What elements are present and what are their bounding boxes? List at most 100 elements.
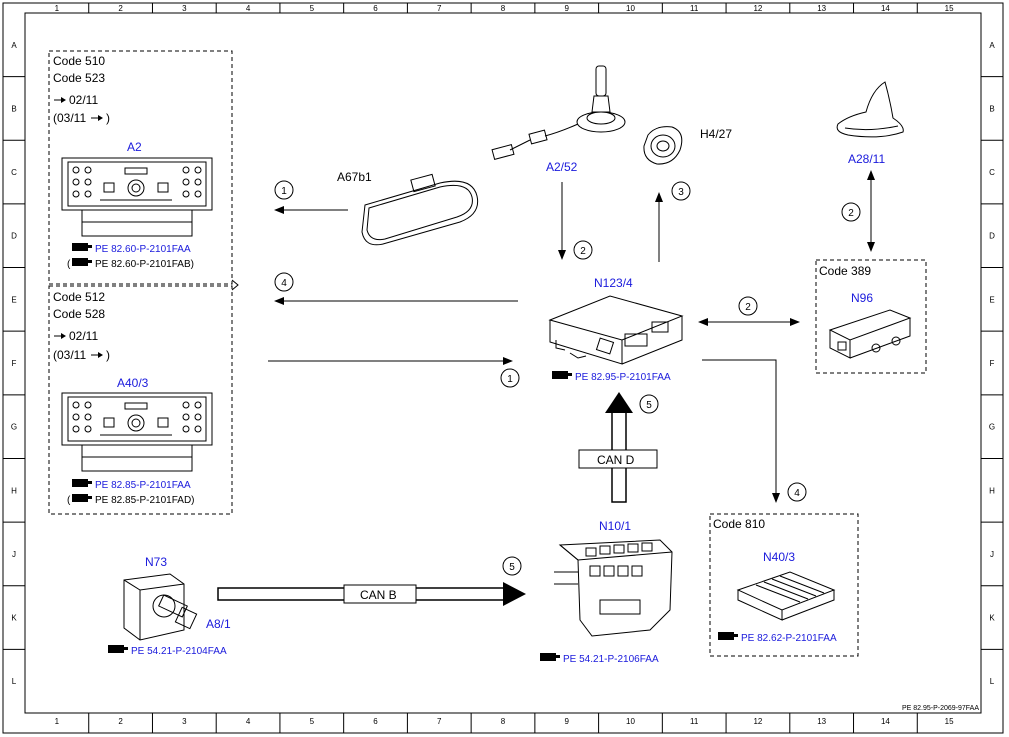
shark-antenna-icon	[836, 81, 904, 138]
column-label: 13	[817, 4, 826, 13]
can-d-label: CAN D	[597, 453, 635, 467]
row-label: H	[11, 486, 17, 495]
row-label: E	[989, 295, 994, 304]
arrow-right-icon	[91, 115, 103, 121]
svg-text:5: 5	[509, 562, 515, 573]
row-label: A	[989, 41, 995, 50]
arrow-head-icon	[503, 357, 513, 365]
a40-ref-2: PE 82.85-P-2101FAD)	[95, 495, 195, 506]
arrow-right-icon	[54, 97, 66, 103]
column-label: 6	[373, 4, 378, 13]
arrow-head-icon	[274, 206, 284, 214]
column-label: 12	[753, 717, 762, 726]
column-label: 5	[310, 4, 315, 13]
svg-text:2: 2	[745, 302, 751, 313]
arrow-head-icon	[790, 318, 800, 326]
reference-hand-icon	[108, 645, 128, 653]
a2-ref-1: PE 82.60-P-2101FAA	[95, 244, 191, 255]
arrow-head-icon	[503, 582, 526, 606]
reference-hand-icon	[72, 243, 92, 251]
n40-3-ref: PE 82.62-P-2101FAA	[741, 633, 837, 644]
column-label: 8	[501, 4, 506, 13]
mirror-icon	[361, 173, 479, 246]
arrow-head-icon	[867, 170, 875, 180]
dashed-box-bottom	[48, 285, 233, 515]
code-523-label: Code 523	[53, 71, 105, 85]
arrow-head-icon	[698, 318, 708, 326]
row-label: K	[989, 614, 995, 623]
shark-antenna-group: A28/11	[836, 81, 904, 252]
column-label: 9	[565, 717, 570, 726]
svg-text:2: 2	[848, 208, 854, 219]
row-label: L	[990, 677, 995, 686]
n123-4-module-icon	[548, 295, 684, 365]
arrow-head-icon	[274, 297, 284, 305]
callout-1a: 1	[274, 180, 294, 200]
can-b-label: CAN B	[360, 588, 397, 602]
row-label: J	[990, 550, 994, 559]
arrow-head-icon	[655, 192, 663, 202]
svg-text:1: 1	[281, 186, 287, 197]
callout-1b: 1	[500, 368, 520, 388]
svg-text:3: 3	[678, 187, 684, 198]
reference-hand-icon	[718, 632, 738, 640]
head-unit-icon	[61, 392, 213, 472]
can-b-bus: CAN B	[217, 582, 526, 606]
can-d-bus: CAN D	[578, 392, 658, 503]
h4-27-label: H4/27	[700, 127, 732, 141]
callout-2b: 2	[841, 202, 861, 222]
date-from-close: )	[106, 111, 110, 125]
column-label: 1	[55, 717, 60, 726]
column-label: 4	[246, 4, 251, 13]
column-label: 11	[690, 4, 699, 13]
n123-4-label: N123/4	[594, 276, 633, 290]
n73-label: N73	[145, 555, 167, 569]
date-from-close: )	[106, 348, 110, 362]
code-528-label: Code 528	[53, 307, 105, 321]
column-label: 3	[182, 4, 187, 13]
callout-4b: 4	[787, 482, 807, 502]
n73-group: N73 A8/1 PE 54.21-P-2104FAA	[108, 555, 231, 657]
arrow-head-icon	[772, 493, 780, 503]
a40-ref-2-open: (	[67, 495, 71, 506]
column-label: 15	[945, 4, 954, 13]
reference-hand-icon	[552, 371, 572, 379]
a28-11-label: A28/11	[848, 152, 885, 166]
column-label: 2	[118, 4, 123, 13]
reference-hand-icon	[72, 479, 92, 487]
reference-hand-icon	[72, 494, 92, 502]
row-label: A	[11, 41, 17, 50]
svg-text:2: 2	[580, 246, 586, 257]
svg-text:1: 1	[507, 374, 513, 385]
row-label: D	[11, 232, 17, 241]
column-label: 7	[437, 717, 442, 726]
a40-ref-1: PE 82.85-P-2101FAA	[95, 480, 191, 491]
row-label: K	[11, 614, 17, 623]
column-label: 7	[437, 4, 442, 13]
row-label: D	[989, 232, 995, 241]
row-label: B	[989, 104, 994, 113]
code-512-label: Code 512	[53, 290, 105, 304]
column-label: 6	[373, 717, 378, 726]
row-label: E	[11, 295, 16, 304]
reference-hand-icon	[72, 258, 92, 266]
arrow-head-icon	[605, 392, 633, 413]
a40-3-label: A40/3	[117, 376, 149, 390]
n40-3-label: N40/3	[763, 550, 795, 564]
arrow-head-icon	[558, 250, 566, 260]
can-b-label-box	[343, 584, 417, 604]
row-ticks	[3, 76, 1003, 650]
date-from-label: (03/11	[53, 348, 86, 362]
row-label: C	[989, 168, 995, 177]
n10-1-group: N10/1 PE 54.21-P-2106FAA	[540, 519, 673, 665]
n40-3-group: Code 810 N40/3 PE 82.62-P-2101FAA	[709, 513, 859, 657]
row-label: G	[989, 423, 995, 432]
arrow-head-icon	[867, 242, 875, 252]
reference-hand-icon	[540, 653, 560, 661]
row-label: C	[11, 168, 17, 177]
svg-text:5: 5	[646, 400, 652, 411]
n96-label: N96	[851, 291, 873, 305]
